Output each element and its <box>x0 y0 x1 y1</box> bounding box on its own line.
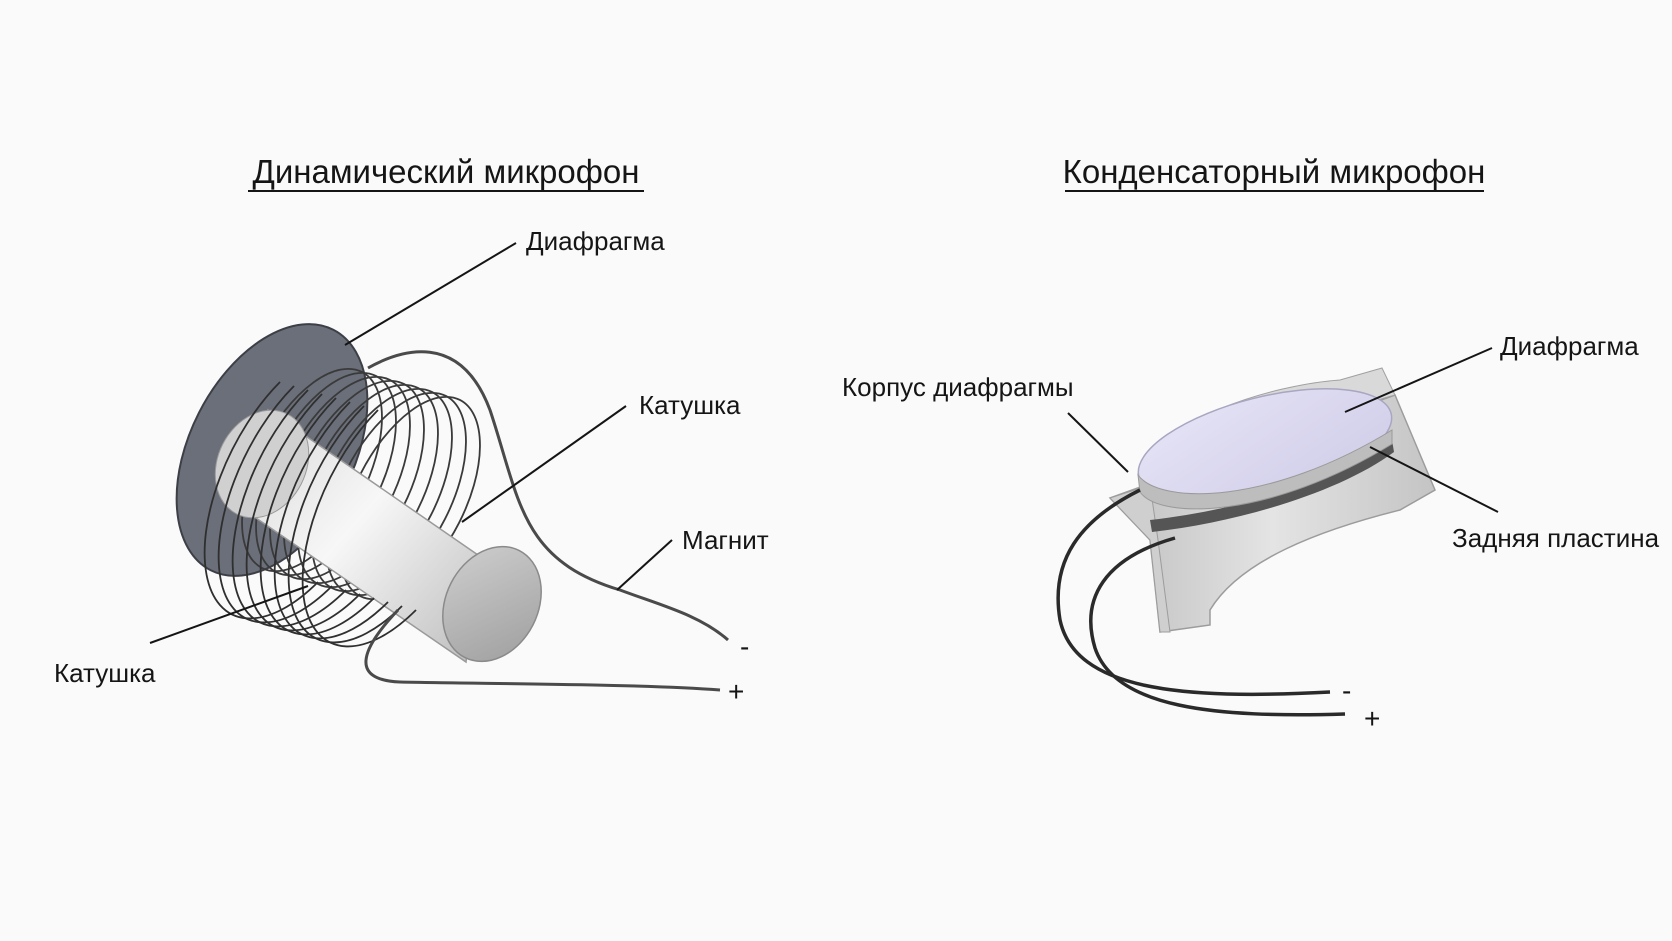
condenser-backplate <box>1150 440 1394 532</box>
dynamic-wire-plus <box>364 608 721 692</box>
condenser-wire-plus <box>1089 536 1346 717</box>
dynamic-label-coil-right: Катушка <box>639 390 741 420</box>
dynamic-plus-sign: + <box>728 676 744 707</box>
condenser-label-diaphragm: Диафрагма <box>1500 331 1639 361</box>
condenser-minus-sign: - <box>1342 675 1351 706</box>
condenser-diaphragm-edge <box>1137 429 1393 510</box>
condenser-plus-sign: + <box>1364 703 1380 734</box>
condenser-wire-minus <box>1056 488 1331 697</box>
dynamic-title: Динамический микрофон <box>253 153 640 190</box>
dynamic-minus-sign: - <box>740 631 749 662</box>
dynamic-label-coil-left: Катушка <box>54 658 156 688</box>
dynamic-magnet-front-face <box>442 545 542 663</box>
condenser-microphone: Конденсаторный микрофон Корпус диафрагмы… <box>842 153 1660 734</box>
condenser-leader-lines <box>1067 347 1499 513</box>
condenser-label-backplate: Задняя пластина <box>1452 523 1660 553</box>
dynamic-wire-minus <box>367 350 729 642</box>
dynamic-label-magnet: Магнит <box>682 525 769 555</box>
dynamic-microphone: Динамический микрофон <box>54 153 769 707</box>
dynamic-label-diaphragm: Диафрагма <box>526 226 665 256</box>
condenser-title: Конденсаторный микрофон <box>1063 153 1486 190</box>
dynamic-leader-lines <box>149 242 673 644</box>
condenser-label-housing: Корпус диафрагмы <box>842 372 1074 402</box>
